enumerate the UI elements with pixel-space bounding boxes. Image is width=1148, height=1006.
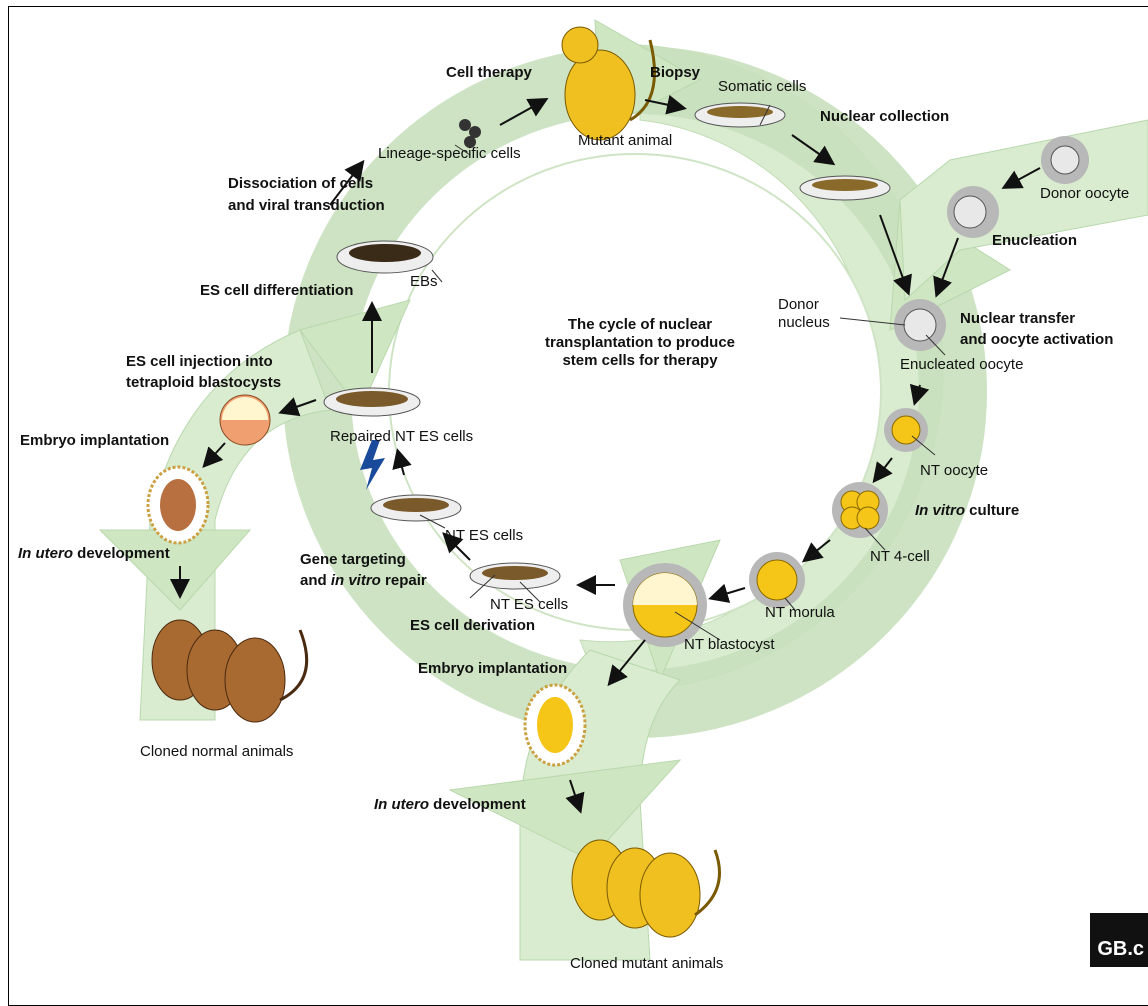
label-mutant-animal: Mutant animal [578, 132, 672, 150]
label-dissociation-line-1: Dissociation of cells [228, 175, 373, 193]
label-donor-nucleus-line-1: Donor [778, 296, 819, 314]
label-nt-4cell: NT 4-cell [870, 548, 930, 566]
label-biopsy: Biopsy [650, 64, 700, 82]
label-nuclear-transfer-line-1: Nuclear transfer [960, 310, 1075, 328]
nt-4cell-icon [832, 482, 888, 538]
label-cloned-mutant-animals: Cloned mutant animals [570, 955, 723, 973]
in-utero-italic-bottom: In utero [374, 796, 429, 813]
ebs-dish [337, 241, 433, 273]
label-repaired-nt-es-cells: Repaired NT ES cells [330, 428, 473, 446]
donor-oocyte-icon [1041, 136, 1089, 184]
center-title-line-2: transplantation to produce [545, 334, 735, 352]
label-somatic-cells: Somatic cells [718, 78, 806, 96]
label-nt-oocyte: NT oocyte [920, 462, 988, 480]
gene-targeting-repair: repair [381, 572, 427, 589]
nt-oocyte-icon [884, 408, 928, 452]
label-gene-targeting-line-2: and in vitro repair [300, 572, 427, 590]
label-cloned-normal-animals: Cloned normal animals [140, 743, 293, 761]
label-in-utero-development-bottom: In utero development [374, 796, 526, 814]
label-es-injection-line-1: ES cell injection into [126, 353, 273, 371]
nt-es-cells-upper-dish [371, 495, 461, 521]
label-nt-blastocyst: NT blastocyst [684, 636, 775, 654]
label-dissociation-line-2: and viral transduction [228, 197, 385, 215]
label-embryo-implantation-bottom: Embryo implantation [418, 660, 567, 678]
in-utero-italic-left: In utero [18, 545, 73, 562]
label-lineage-specific-cells: Lineage-specific cells [378, 145, 521, 163]
label-enucleated-oocyte: Enucleated oocyte [900, 356, 1023, 374]
label-in-vitro-culture: In vitro culture [915, 502, 1019, 520]
in-vitro-italic: In vitro [915, 502, 965, 519]
culture-text: culture [965, 502, 1019, 519]
label-nt-es-cells-upper: NT ES cells [445, 527, 523, 545]
label-es-injection-line-2: tetraploid blastocysts [126, 374, 281, 392]
label-donor-nucleus-line-2: nucleus [778, 314, 830, 332]
repaired-nt-es-dish [324, 388, 420, 416]
center-title: The cycle of nuclear transplantation to … [545, 316, 735, 370]
label-nt-morula: NT morula [765, 604, 835, 622]
development-text-left: development [73, 545, 170, 562]
label-cell-therapy: Cell therapy [446, 64, 532, 82]
center-title-line-3: stem cells for therapy [545, 352, 735, 370]
publisher-logo: GB.c [1090, 913, 1148, 967]
gene-targeting-and: and [300, 572, 331, 589]
label-gene-targeting-line-1: Gene targeting [300, 551, 406, 569]
enucleation-oocyte-icon [947, 186, 999, 238]
somatic-cells-dish [695, 103, 785, 127]
center-title-line-1: The cycle of nuclear [545, 316, 735, 334]
development-text-bottom: development [429, 796, 526, 813]
label-enucleation: Enucleation [992, 232, 1077, 250]
label-nuclear-collection: Nuclear collection [820, 108, 949, 126]
gene-targeting-in-vitro: in vitro [331, 572, 381, 589]
tetraploid-blastocyst-icon [220, 395, 270, 445]
nt-blastocyst-icon [623, 563, 707, 647]
label-ebs: EBs [410, 273, 438, 291]
embryo-bottom-icon [525, 685, 585, 765]
label-in-utero-development-left: In utero development [18, 545, 170, 563]
label-nt-es-cells-lower: NT ES cells [490, 596, 568, 614]
embryo-left-icon [148, 467, 208, 543]
nt-morula-icon [749, 552, 805, 608]
label-es-cell-differentiation: ES cell differentiation [200, 282, 353, 300]
label-es-cell-derivation: ES cell derivation [410, 617, 535, 635]
label-embryo-implantation-left: Embryo implantation [20, 432, 169, 450]
nuclear-collection-dish [800, 176, 890, 200]
label-nuclear-transfer-line-2: and oocyte activation [960, 331, 1113, 349]
label-donor-oocyte: Donor oocyte [1040, 185, 1129, 203]
